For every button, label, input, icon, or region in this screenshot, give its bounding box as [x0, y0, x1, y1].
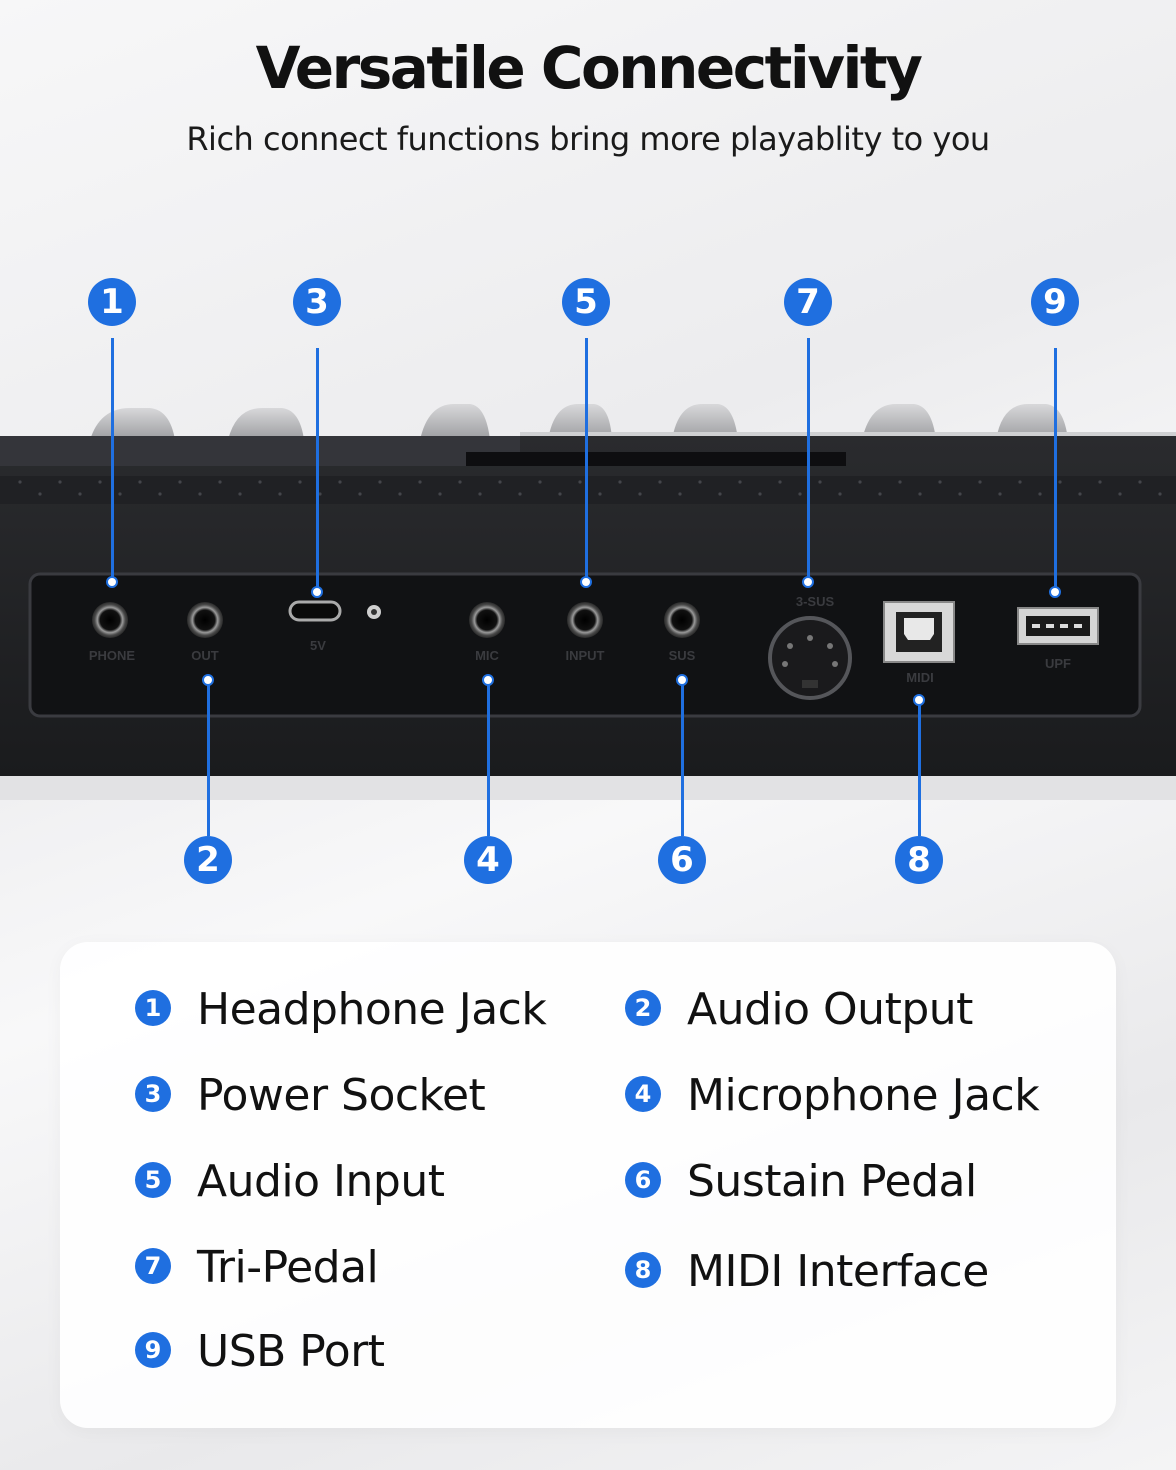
- panel-label: INPUT: [566, 648, 605, 663]
- callout-badge-7: 7: [784, 278, 832, 326]
- legend-card: 1 Headphone Jack 2 Audio Output 3 Power …: [60, 942, 1116, 1428]
- callout-leader-5: [585, 338, 588, 582]
- legend-number: 6: [625, 1162, 661, 1198]
- panel-label: SUS: [669, 648, 696, 663]
- page-subtitle: Rich connect functions bring more playab…: [186, 120, 990, 158]
- callout-anchor-5: [580, 576, 592, 588]
- panel-label: PHONE: [89, 648, 136, 663]
- panel-label: UPF: [1045, 656, 1071, 671]
- legend-label: Headphone Jack: [197, 984, 547, 1035]
- callout-leader-9: [1054, 348, 1057, 590]
- callout-leader-3: [316, 348, 319, 592]
- panel-label: OUT: [191, 648, 219, 663]
- panel-label: MIDI: [906, 670, 933, 685]
- callout-badge-5: 5: [562, 278, 610, 326]
- callout-anchor-7: [802, 576, 814, 588]
- legend-label: Audio Output: [687, 984, 973, 1035]
- callout-leader-6: [681, 680, 684, 836]
- legend-number: 1: [135, 990, 171, 1026]
- speaker-grille: [18, 480, 1162, 496]
- panel-label: 5V: [310, 638, 326, 653]
- legend-number: 4: [625, 1076, 661, 1112]
- callout-badge-3: 3: [293, 278, 341, 326]
- legend-label: Audio Input: [197, 1156, 445, 1207]
- callout-anchor-4: [482, 674, 494, 686]
- callout-badge-6: 6: [658, 836, 706, 884]
- callout-leader-8: [918, 700, 921, 836]
- legend-number: 3: [135, 1076, 171, 1112]
- panel-label: MIC: [475, 648, 499, 663]
- legend-number: 5: [135, 1162, 171, 1198]
- legend-label: Sustain Pedal: [687, 1156, 977, 1207]
- callout-anchor-1: [106, 576, 118, 588]
- callout-leader-2: [207, 680, 210, 836]
- panel-label: 3-SUS: [796, 594, 835, 609]
- callout-anchor-8: [913, 694, 925, 706]
- callout-badge-4: 4: [464, 836, 512, 884]
- callout-anchor-9: [1049, 586, 1061, 598]
- legend-number: 2: [625, 990, 661, 1026]
- callout-badge-2: 2: [184, 836, 232, 884]
- legend-label: USB Port: [197, 1326, 385, 1377]
- callout-anchor-3: [311, 586, 323, 598]
- legend-number: 9: [135, 1332, 171, 1368]
- legend-label: Tri-Pedal: [197, 1242, 379, 1293]
- keyboard-back-panel-image: PHONE OUT 5V MIC INPUT SUS 3-SUS MIDI UP…: [0, 404, 1176, 800]
- callout-leader-7: [807, 338, 810, 582]
- callout-anchor-6: [676, 674, 688, 686]
- legend-number: 7: [135, 1248, 171, 1284]
- callout-leader-4: [487, 680, 490, 836]
- callout-badge-1: 1: [88, 278, 136, 326]
- callout-anchor-2: [202, 674, 214, 686]
- legend-label: Power Socket: [197, 1070, 486, 1121]
- legend-label: MIDI Interface: [687, 1246, 989, 1297]
- callout-badge-9: 9: [1031, 278, 1079, 326]
- legend-label: Microphone Jack: [687, 1070, 1040, 1121]
- legend-number: 8: [625, 1252, 661, 1288]
- callout-leader-1: [111, 338, 114, 582]
- page-title: Versatile Connectivity: [255, 34, 923, 102]
- callout-badge-8: 8: [895, 836, 943, 884]
